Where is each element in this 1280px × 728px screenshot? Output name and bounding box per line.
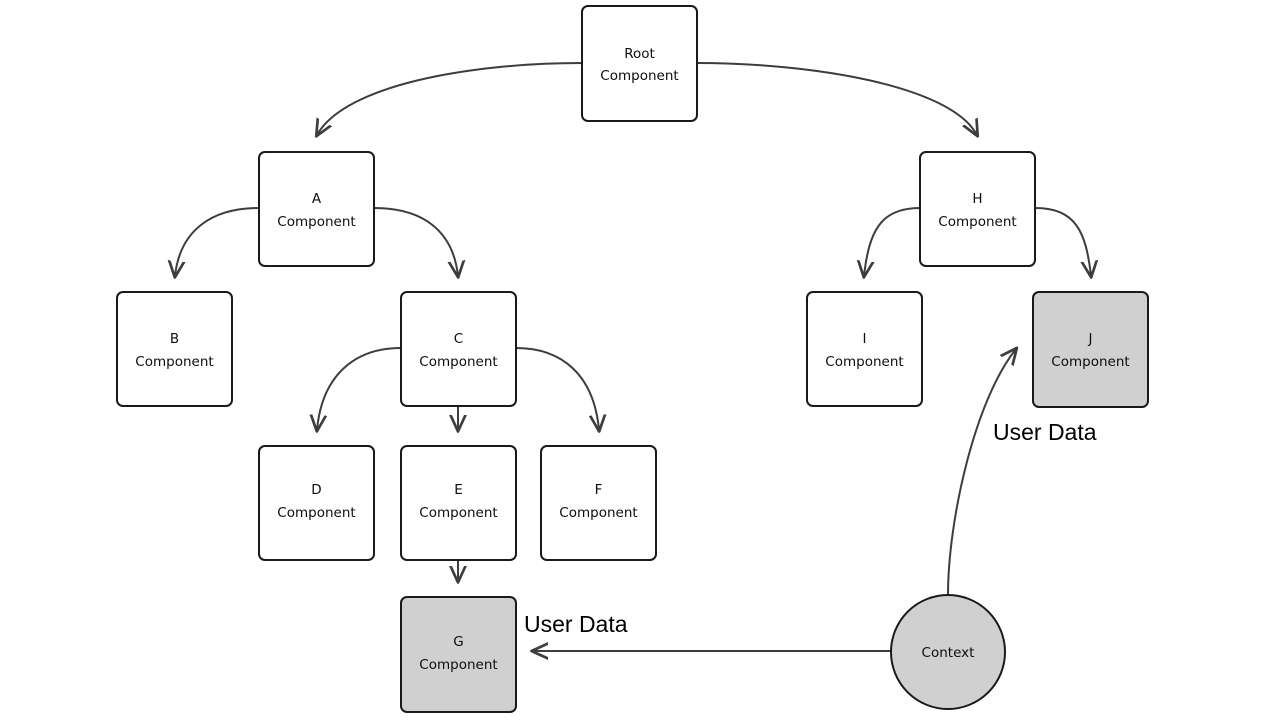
- node-c-label-line2: Component: [419, 354, 497, 370]
- node-j-component[interactable]: J Component: [1032, 291, 1149, 408]
- node-h-label-line2: Component: [938, 214, 1016, 230]
- edge-c-d: [317, 347, 402, 430]
- edge-label-user-data-g: User Data: [524, 611, 628, 637]
- node-g-label-line1: G: [453, 634, 463, 650]
- edge-a-b: [175, 207, 260, 276]
- edges-layer: [175, 62, 1091, 651]
- node-e-label-line1: E: [454, 482, 463, 498]
- edge-h-i: [864, 207, 921, 276]
- node-a-label-line1: A: [312, 191, 322, 207]
- node-i-component[interactable]: I Component: [806, 291, 923, 407]
- node-context-label: Context: [922, 645, 975, 661]
- node-j-label-line1: J: [1088, 331, 1093, 347]
- node-h-label-line1: H: [972, 191, 982, 207]
- node-d-component[interactable]: D Component: [258, 445, 375, 561]
- node-f-component[interactable]: F Component: [540, 445, 657, 561]
- node-b-component[interactable]: B Component: [116, 291, 233, 407]
- node-root-component[interactable]: Root Component: [581, 5, 698, 122]
- node-b-label-line2: Component: [135, 354, 213, 370]
- node-a-label-line2: Component: [277, 214, 355, 230]
- edge-a-c: [373, 207, 458, 276]
- edge-c-f: [515, 347, 599, 430]
- node-e-component[interactable]: E Component: [400, 445, 517, 561]
- node-root-label-line1: Root: [624, 46, 655, 62]
- node-j-label-line2: Component: [1051, 354, 1129, 370]
- edge-h-j: [1034, 207, 1091, 276]
- node-f-label-line2: Component: [559, 505, 637, 521]
- edge-labels-layer: User Data User Data: [524, 419, 1097, 637]
- node-i-label-line2: Component: [825, 354, 903, 370]
- node-d-label-line2: Component: [277, 505, 355, 521]
- node-b-label-line1: B: [170, 331, 179, 347]
- edge-root-a: [317, 62, 583, 135]
- edge-context-j: [947, 349, 1016, 596]
- node-i-label-line1: I: [863, 331, 867, 347]
- node-c-label-line1: C: [454, 331, 463, 347]
- node-c-component[interactable]: C Component: [400, 291, 517, 407]
- node-context[interactable]: Context: [890, 594, 1006, 710]
- node-h-component[interactable]: H Component: [919, 151, 1036, 267]
- edge-label-user-data-j: User Data: [993, 419, 1097, 445]
- node-g-label-line2: Component: [419, 657, 497, 673]
- nodes-layer: Root Component A Component H Component B…: [116, 5, 1149, 713]
- node-d-label-line1: D: [311, 482, 321, 498]
- node-e-label-line2: Component: [419, 505, 497, 521]
- node-a-component[interactable]: A Component: [258, 151, 375, 267]
- node-g-component[interactable]: G Component: [400, 596, 517, 713]
- node-f-label-line1: F: [595, 482, 603, 498]
- node-root-label-line2: Component: [600, 68, 678, 84]
- edge-root-h: [696, 62, 977, 135]
